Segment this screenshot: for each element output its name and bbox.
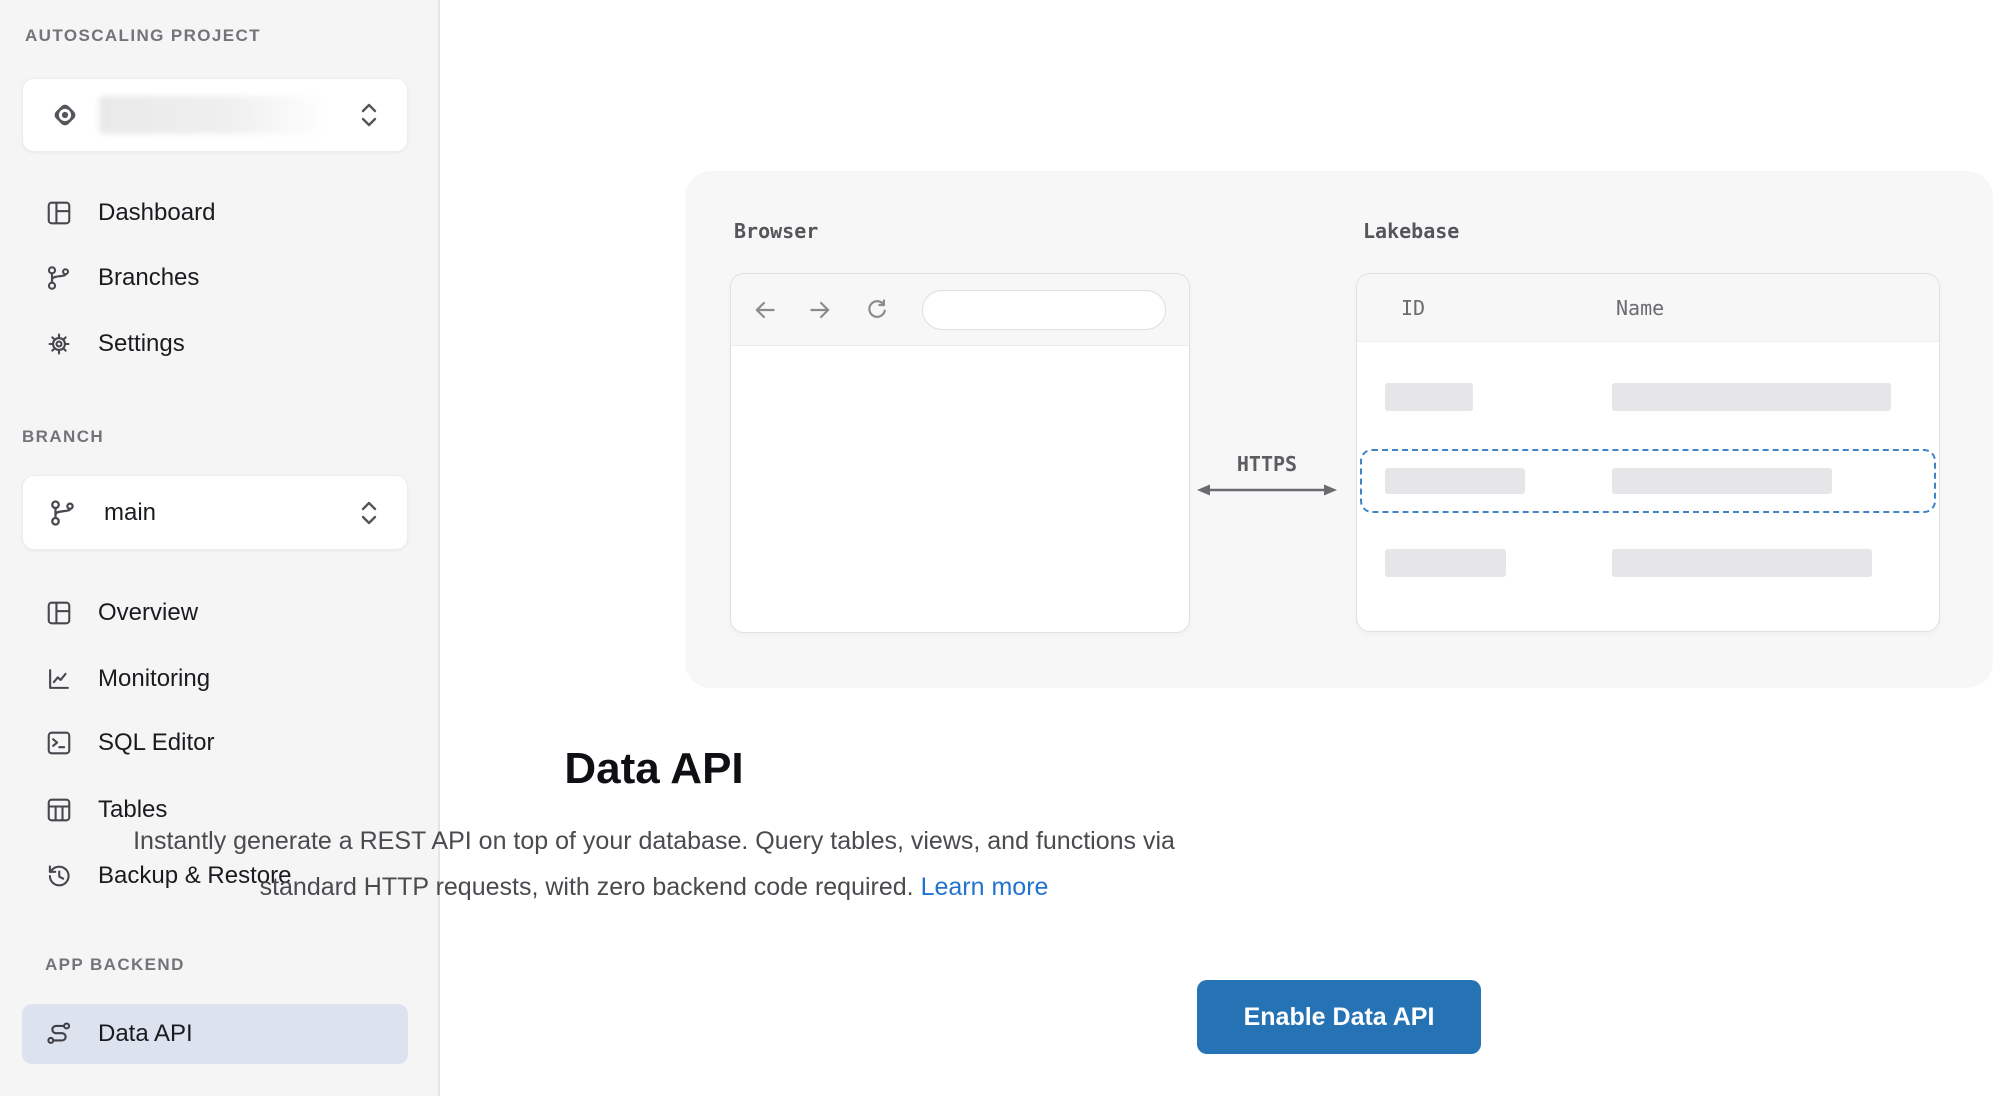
branch-section-label: BRANCH [22,427,105,446]
monitoring-chart-icon [45,665,73,693]
data-api-illustration-panel: Browser [685,171,1993,688]
browser-mock-window [730,273,1190,633]
sidebar-item-label: Dashboard [98,199,216,226]
project-selector[interactable] [22,78,408,152]
description-line-2: standard HTTP requests, with zero backen… [259,873,914,901]
page-description: Instantly generate a REST API on top of … [0,818,1308,910]
dashboard-icon [45,199,73,227]
sidebar: AUTOSCALING PROJECT [0,0,440,1096]
https-label: HTTPS [1236,452,1298,476]
placeholder-cell [1612,549,1872,577]
highlighted-row-outline [1360,449,1936,513]
double-arrow-icon [1197,484,1337,496]
sql-editor-terminal-icon [45,729,73,757]
placeholder-cell [1385,383,1473,411]
chevron-up-down-icon [359,100,379,130]
sidebar-item-branches[interactable]: Branches [22,248,408,308]
project-icon [48,98,82,132]
data-api-route-icon [45,1020,73,1048]
browser-label: Browser [734,219,819,243]
lakebase-label: Lakebase [1363,219,1460,243]
lakebase-mock-table: ID Name [1356,273,1940,632]
back-arrow-icon [752,297,778,323]
description-line-1: Instantly generate a REST API on top of … [133,827,1175,855]
browser-mock-toolbar [731,274,1189,346]
sidebar-item-data-api[interactable]: Data API [22,1004,408,1064]
url-bar [922,289,1166,330]
project-section-label: AUTOSCALING PROJECT [25,26,261,45]
tables-grid-icon [45,796,73,824]
project-name-redacted [99,96,331,134]
branch-selector[interactable]: main [22,475,408,550]
app-backend-section-label: APP BACKEND [45,955,185,974]
sidebar-item-label: Overview [98,599,199,626]
https-connection: HTTPS [1191,452,1343,497]
sidebar-item-sql-editor[interactable]: SQL Editor [22,713,408,773]
chevron-up-down-icon [359,498,379,528]
sidebar-item-label: Tables [98,796,168,823]
reload-icon [864,297,890,323]
column-header-id: ID [1401,296,1426,320]
overview-icon [45,599,73,627]
sidebar-item-monitoring[interactable]: Monitoring [22,649,408,709]
placeholder-cell [1385,549,1506,577]
sidebar-item-tables[interactable]: Tables [22,780,408,840]
sidebar-item-label: Data API [98,1020,193,1047]
branch-icon [48,498,78,528]
sidebar-item-dashboard[interactable]: Dashboard [22,183,408,243]
sidebar-item-label: Branches [98,264,200,291]
sidebar-item-label: Backup & Restore [98,862,292,889]
settings-gear-icon [45,330,73,358]
sidebar-item-settings[interactable]: Settings [22,314,408,374]
sidebar-item-backup-restore[interactable]: Backup & Restore [22,846,408,906]
branches-icon [45,264,73,292]
backup-restore-history-icon [45,862,73,890]
sidebar-item-label: SQL Editor [98,729,215,756]
sidebar-item-label: Settings [98,330,185,357]
sidebar-item-overview[interactable]: Overview [22,583,408,643]
enable-data-api-button[interactable]: Enable Data API [1197,980,1481,1054]
placeholder-cell [1612,383,1891,411]
placeholder-cell [1385,468,1525,494]
branch-selector-value: main [104,498,157,526]
page-title: Data API [564,744,744,793]
sidebar-item-label: Monitoring [98,665,211,692]
table-header-row: ID Name [1357,274,1939,342]
column-header-name: Name [1616,296,1665,320]
learn-more-link[interactable]: Learn more [920,873,1049,901]
forward-arrow-icon [807,297,833,323]
placeholder-cell [1612,468,1832,494]
